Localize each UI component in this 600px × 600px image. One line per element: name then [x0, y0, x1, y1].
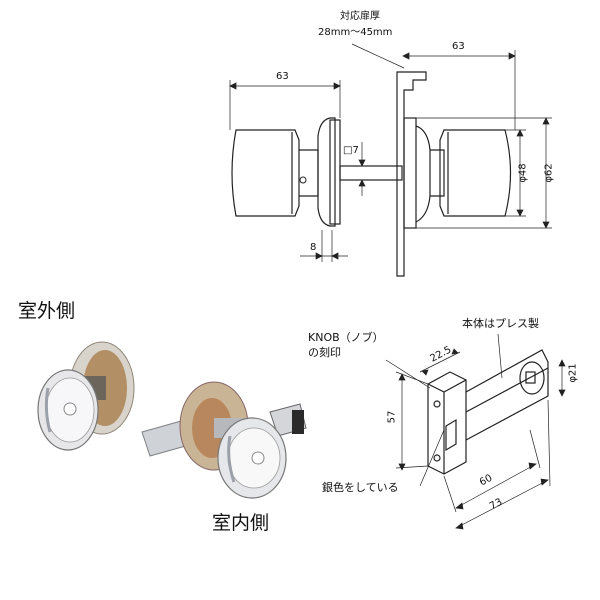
outside-side-label: 室外側: [18, 300, 76, 322]
door-thickness-range: 28mm～45mm: [318, 27, 393, 38]
left-rose-outline: [317, 117, 336, 227]
dim-square-spindle: □7: [343, 145, 359, 156]
inside-knob-photo: [141, 381, 307, 499]
latch-body-tube: [465, 349, 549, 441]
dim-rose-offset: 8: [310, 242, 317, 253]
left-knob-outline: [231, 129, 300, 217]
spindle: [339, 165, 403, 181]
right-knob-outline: [439, 129, 512, 217]
silver-color-note: 銀色をしている: [322, 481, 399, 494]
dim-right-length: 63: [452, 41, 465, 52]
latch-faceplate-outline: [396, 71, 427, 277]
dim-faceplate-height: 57: [386, 410, 398, 424]
dim-left-length: 63: [276, 71, 289, 82]
door-thickness-title: 対応扉厚: [340, 11, 380, 22]
knob-engraving-note-line2: の刻印: [308, 346, 341, 359]
right-rose-plate: [403, 117, 417, 229]
dim-hub-diameter: φ21: [567, 363, 579, 383]
body-pressed-note: 本体はプレス製: [462, 317, 539, 330]
dim-rose-diameter: φ62: [543, 163, 555, 183]
dim-knob-diameter: φ48: [517, 163, 529, 183]
knob-engraving-note-line1: KNOB（ノブ）: [308, 331, 384, 344]
outside-knob-photo: [37, 341, 135, 451]
inside-side-label: 室内側: [212, 512, 270, 534]
